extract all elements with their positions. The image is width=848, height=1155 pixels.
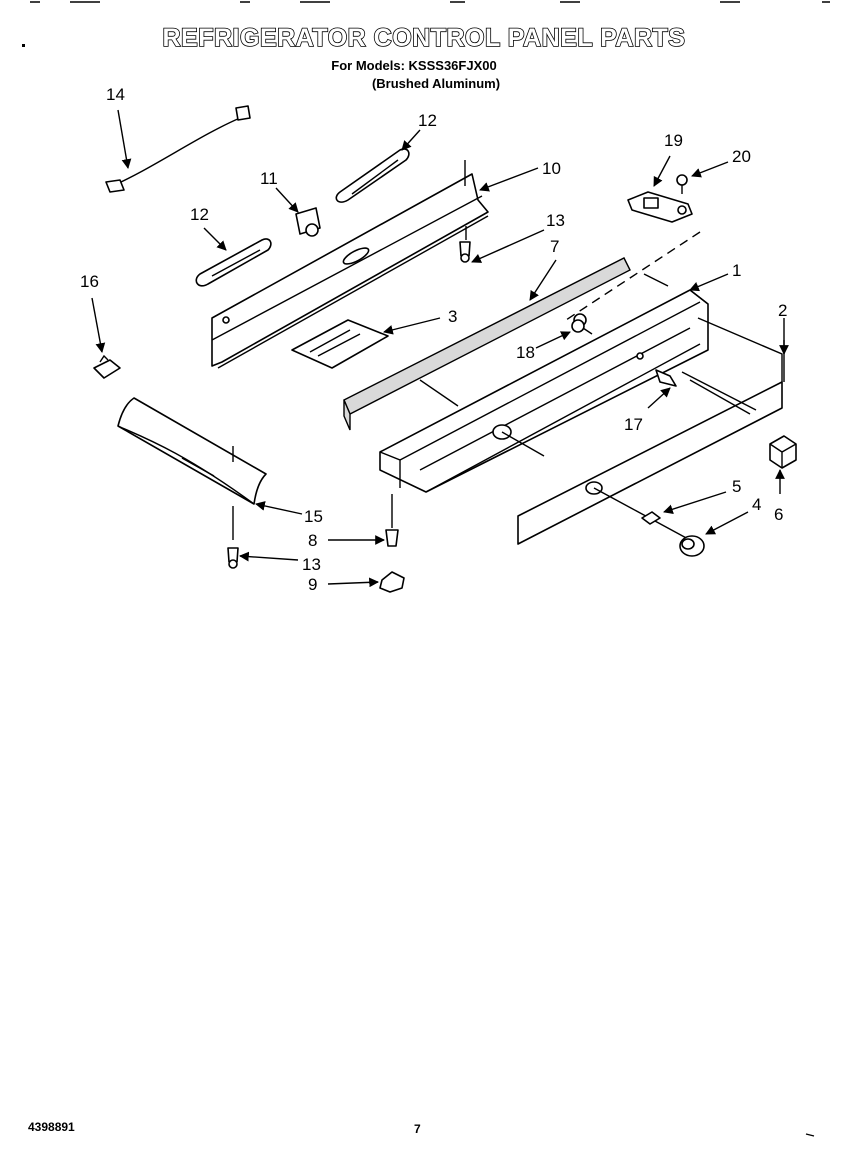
part-19-switch-bracket bbox=[627, 191, 693, 223]
part-7-gasket bbox=[343, 257, 631, 431]
models-line: For Models: KSSS36FJX00 bbox=[331, 58, 497, 73]
callout-11: 11 bbox=[260, 169, 278, 188]
callout-13-lower: 13 bbox=[302, 555, 321, 574]
part-2-panel bbox=[517, 317, 783, 545]
part-6-switch bbox=[769, 435, 797, 469]
doc-number: 4398891 bbox=[28, 1120, 75, 1134]
part-9-nut bbox=[379, 571, 405, 593]
part-4-knob bbox=[679, 535, 705, 557]
callout-15: 15 bbox=[304, 507, 323, 526]
callout-4: 4 bbox=[752, 495, 761, 514]
finish-line: (Brushed Aluminum) bbox=[371, 76, 501, 91]
page-title: REFRIGERATOR CONTROL PANEL PARTS bbox=[162, 23, 686, 53]
part-20-screw bbox=[676, 174, 688, 194]
dashed-guide-19 bbox=[565, 231, 701, 321]
part-17-pin bbox=[636, 352, 677, 387]
callout-7: 7 bbox=[550, 237, 559, 256]
part-12-tube-upper bbox=[335, 148, 410, 203]
callout-9: 9 bbox=[308, 575, 317, 594]
part-3-board bbox=[291, 319, 389, 369]
callout-5: 5 bbox=[732, 477, 741, 496]
callout-16: 16 bbox=[80, 272, 99, 291]
part-12-tube-lower bbox=[195, 238, 272, 287]
part-14-wire bbox=[105, 105, 251, 193]
callout-19: 19 bbox=[664, 131, 683, 150]
callout-3: 3 bbox=[448, 307, 457, 326]
part-11-bracket bbox=[295, 207, 321, 237]
part-15-trim bbox=[117, 397, 267, 540]
part-8-screw bbox=[385, 494, 399, 547]
callout-10: 10 bbox=[542, 159, 561, 178]
callout-18: 18 bbox=[516, 343, 535, 362]
part-10-channel bbox=[211, 160, 489, 369]
callout-17: 17 bbox=[624, 415, 643, 434]
part-18-knob bbox=[571, 319, 585, 333]
corner-mark bbox=[805, 1133, 815, 1137]
leader-arrows bbox=[91, 109, 789, 588]
part-5-clip bbox=[641, 511, 661, 525]
part-13-screw-lower bbox=[227, 547, 239, 569]
callout-14: 14 bbox=[106, 85, 125, 104]
callout-13-upper: 13 bbox=[546, 211, 565, 230]
callout-8: 8 bbox=[308, 531, 317, 550]
callout-12-lower: 12 bbox=[190, 205, 209, 224]
callout-6: 6 bbox=[774, 505, 783, 524]
part-16-clip bbox=[93, 354, 121, 379]
page-number: 7 bbox=[414, 1122, 421, 1136]
stray-dot bbox=[22, 44, 25, 47]
part-13-screw-upper bbox=[459, 241, 471, 263]
callout-12-upper: 12 bbox=[418, 111, 437, 130]
callout-2: 2 bbox=[778, 301, 787, 320]
callout-1: 1 bbox=[732, 261, 741, 280]
callout-20: 20 bbox=[732, 147, 751, 166]
